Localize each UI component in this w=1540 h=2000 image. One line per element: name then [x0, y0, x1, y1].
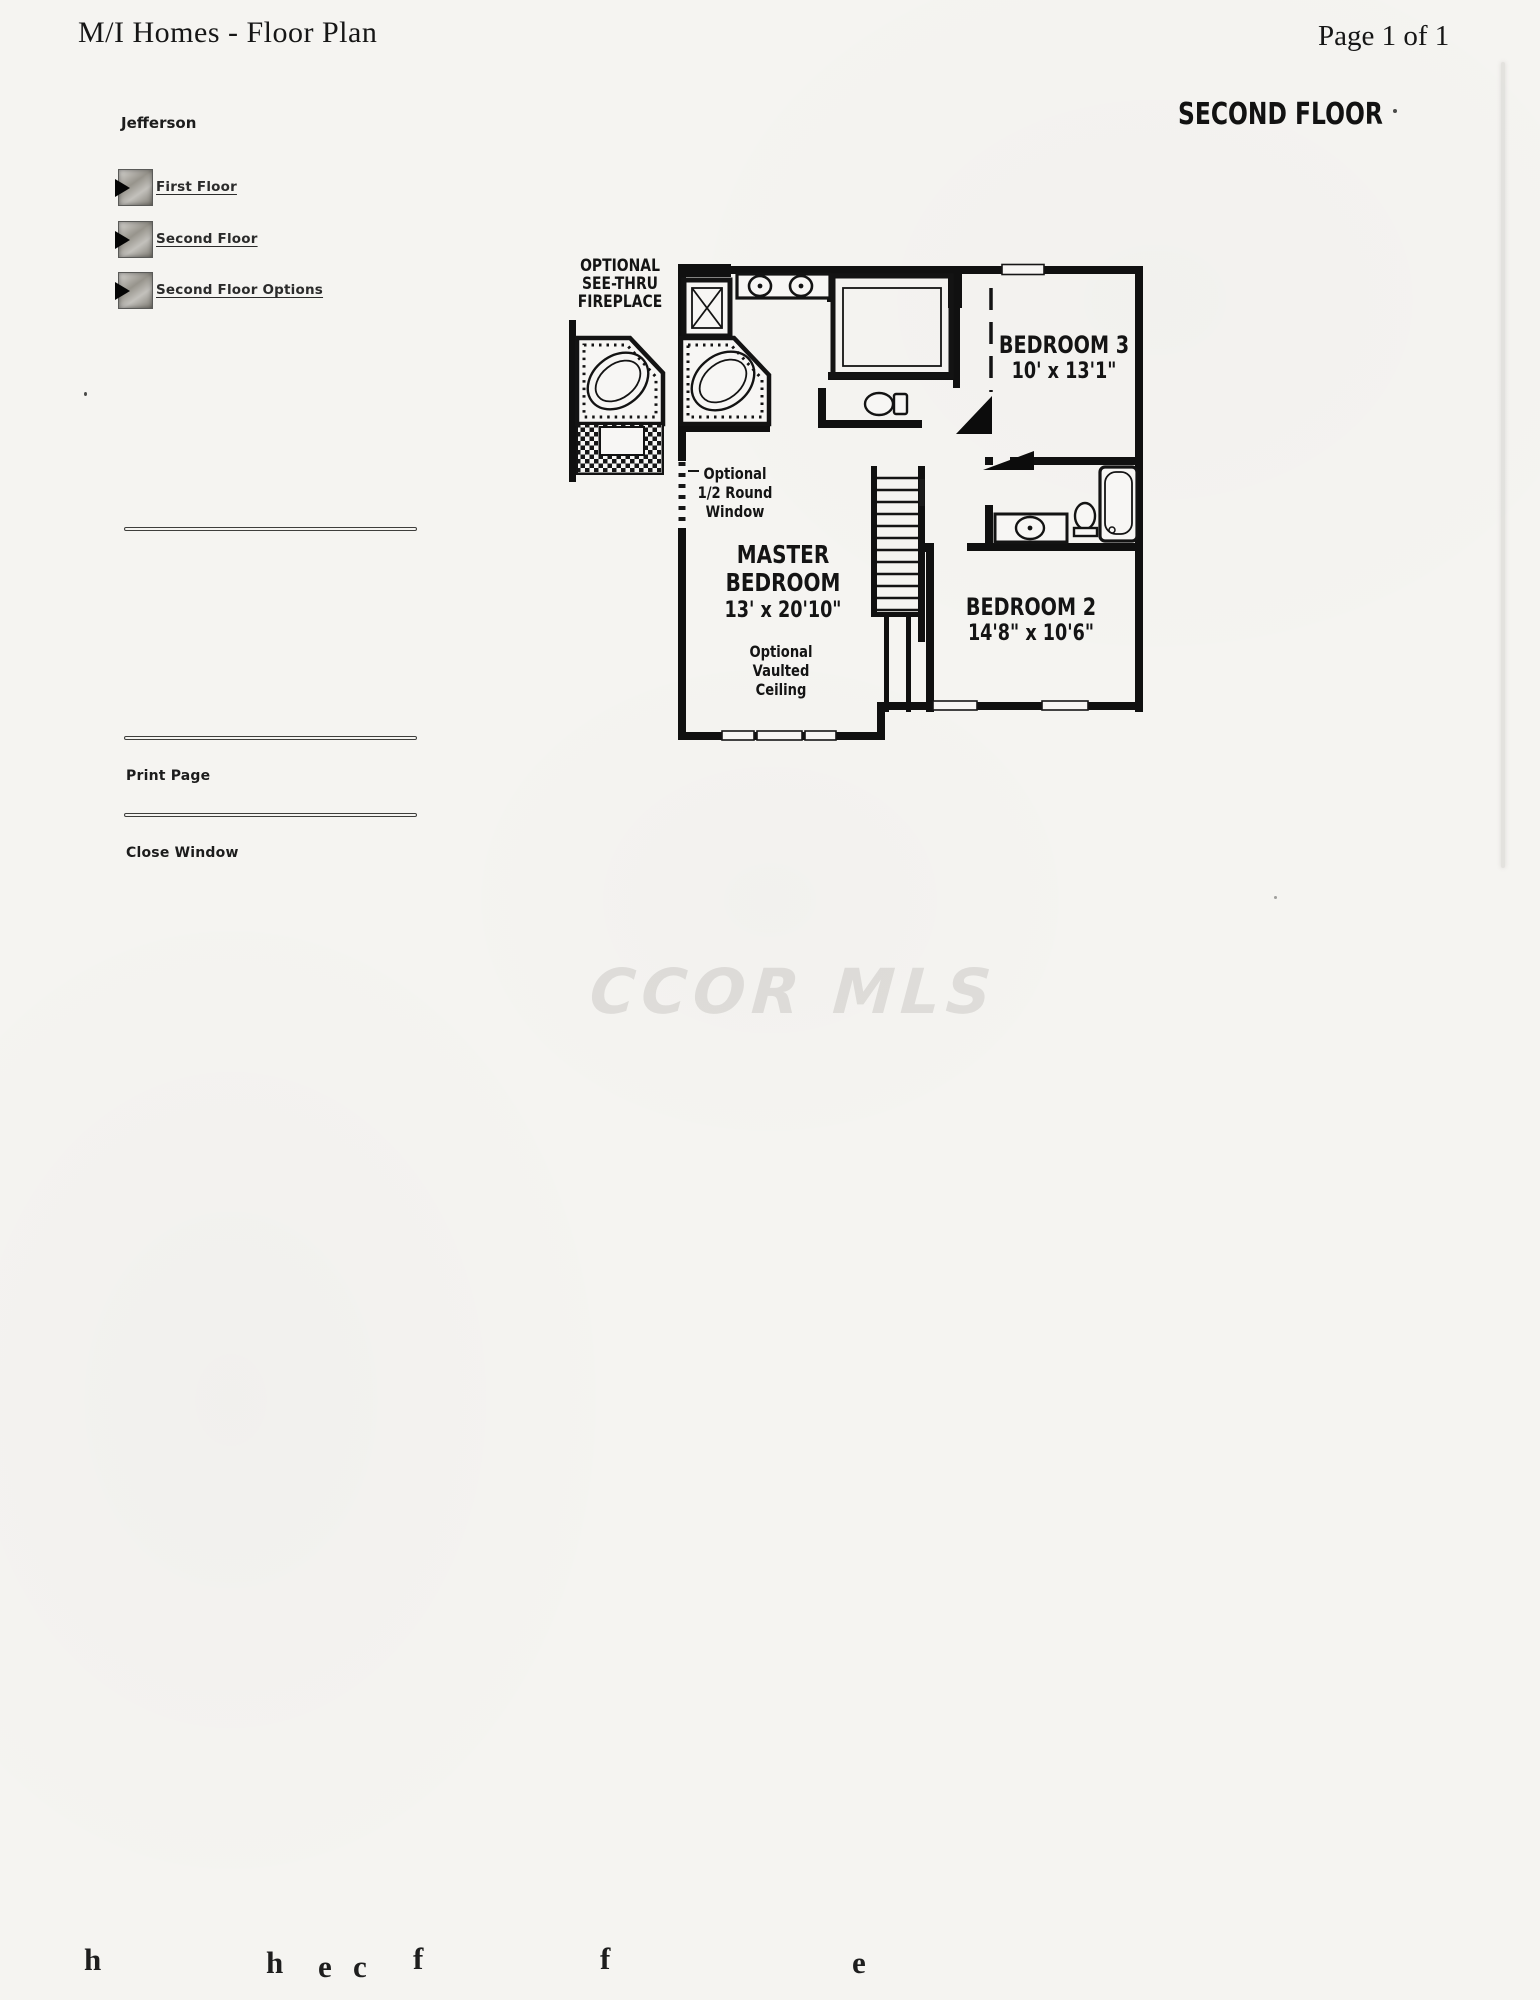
divider — [124, 813, 417, 817]
page-title: M/I Homes - Floor Plan — [78, 16, 378, 49]
svg-text:BEDROOM: BEDROOM — [726, 569, 841, 598]
windows — [721, 263, 1089, 741]
scan-stray-letter: e — [852, 1945, 866, 1980]
label-vaulted-ceiling: Optional Vaulted Ceiling — [750, 643, 813, 700]
sidebar-item-first-floor[interactable]: First Floor — [115, 168, 237, 206]
optional-tub-fireplace — [574, 335, 666, 475]
staircase — [871, 466, 932, 712]
scan-speck — [1274, 896, 1277, 899]
walk-in-closet — [830, 273, 954, 379]
svg-text:BEDROOM 2: BEDROOM 2 — [966, 594, 1096, 622]
scan-stray-letter: h — [266, 1945, 284, 1980]
floor-plan-icon[interactable] — [115, 271, 153, 309]
svg-text:Ceiling: Ceiling — [756, 681, 807, 700]
svg-text:SEE-THRU: SEE-THRU — [582, 274, 658, 294]
toilet — [863, 391, 909, 417]
scan-speck — [1393, 109, 1397, 113]
second-floor-link[interactable]: Second Floor — [156, 231, 258, 247]
svg-text:10' x 13'1": 10' x 13'1" — [1012, 358, 1117, 383]
floor-heading: SECOND FLOOR — [1178, 97, 1383, 132]
model-name: Jefferson — [121, 114, 197, 132]
svg-text:OPTIONAL: OPTIONAL — [580, 256, 660, 276]
door-swings — [956, 396, 1034, 470]
label-master-bedroom: MASTER BEDROOM 13' x 20'10" — [725, 541, 842, 623]
double-sink-vanity — [735, 272, 832, 300]
svg-text:Optional: Optional — [750, 643, 813, 662]
floor-plan-icon[interactable] — [115, 220, 153, 258]
second-floor-options-link[interactable]: Second Floor Options — [156, 282, 324, 298]
scan-stray-letter: e — [318, 1949, 332, 1984]
divider — [124, 527, 417, 531]
scan-speck — [84, 392, 87, 396]
print-page-button[interactable]: Print Page — [126, 768, 211, 784]
sidebar-item-second-floor-options[interactable]: Second Floor Options — [115, 271, 324, 309]
label-bedroom2: BEDROOM 2 14'8" x 10'6" — [966, 594, 1096, 646]
label-bedroom3: BEDROOM 3 10' x 13'1" — [999, 332, 1129, 384]
svg-text:13' x 20'10": 13' x 20'10" — [725, 597, 842, 622]
floor-plan-image: OPTIONAL SEE-THRU FIREPLACE Optional 1/2… — [569, 256, 1143, 741]
scan-stray-letter: f — [600, 1941, 611, 1976]
svg-text:Optional: Optional — [704, 465, 767, 484]
mls-watermark: CCOR MLS — [587, 955, 1000, 1028]
label-half-round-window: Optional 1/2 Round Window — [698, 465, 773, 522]
close-window-button[interactable]: Close Window — [126, 845, 239, 861]
scan-stray-letter: c — [353, 1949, 367, 1984]
first-floor-link[interactable]: First Floor — [156, 179, 237, 195]
hall-bathtub — [1098, 465, 1139, 543]
scan-streak — [1501, 62, 1505, 868]
half-round-window-marks — [677, 461, 699, 528]
divider — [124, 736, 417, 740]
scan-stray-letter: h — [84, 1942, 102, 1977]
svg-text:Vaulted: Vaulted — [753, 662, 810, 681]
label-fireplace: OPTIONAL SEE-THRU FIREPLACE — [578, 256, 663, 312]
page-number: Page 1 of 1 — [1318, 20, 1450, 52]
svg-text:14'8" x 10'6": 14'8" x 10'6" — [968, 620, 1094, 645]
scan-stray-letter: f — [413, 1941, 424, 1976]
floor-plan-icon[interactable] — [115, 168, 153, 206]
master-garden-tub — [678, 335, 772, 427]
svg-text:FIREPLACE: FIREPLACE — [578, 292, 663, 312]
svg-text:1/2 Round: 1/2 Round — [698, 484, 773, 503]
hall-toilet — [1072, 501, 1099, 538]
svg-text:BEDROOM 3: BEDROOM 3 — [999, 332, 1129, 360]
svg-text:MASTER: MASTER — [737, 541, 829, 570]
hall-vanity — [993, 512, 1069, 544]
sidebar-item-second-floor[interactable]: Second Floor — [115, 220, 258, 258]
svg-text:Window: Window — [706, 503, 765, 522]
shower — [681, 277, 733, 339]
